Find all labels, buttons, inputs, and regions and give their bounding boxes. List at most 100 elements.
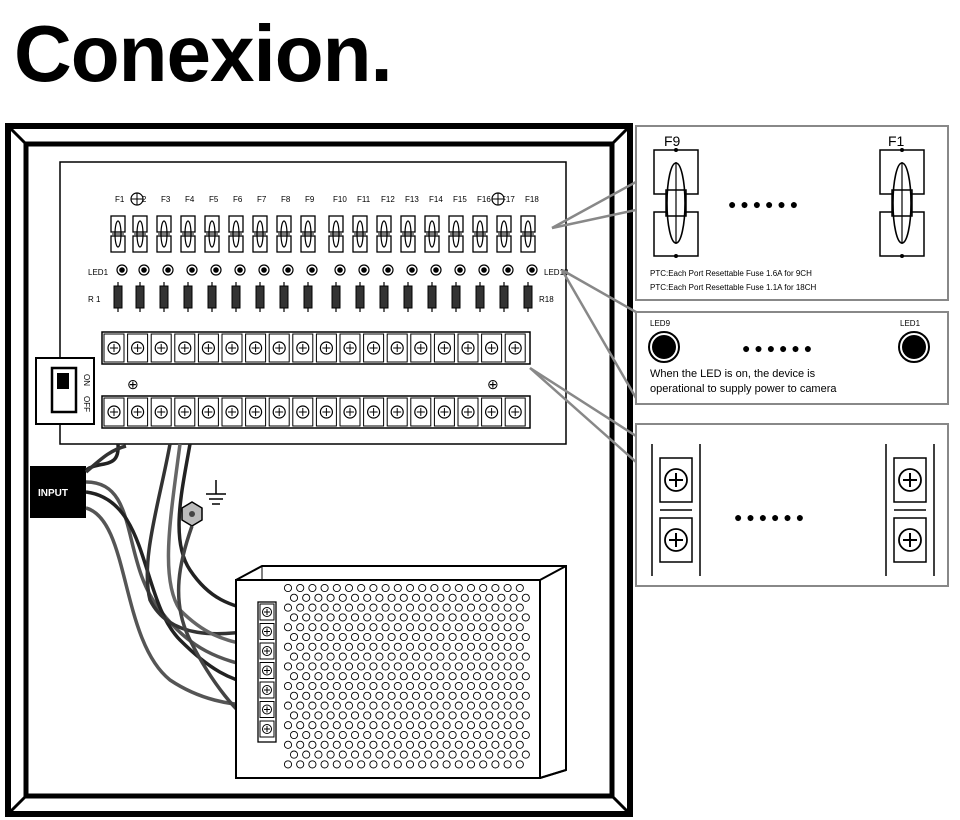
ground-bolt (181, 501, 203, 527)
resistor (331, 282, 341, 312)
terminal-screw (245, 397, 267, 427)
plus-symbol-left: ⊕ (127, 376, 139, 392)
terminal-screw (457, 397, 479, 427)
terminal-screw (221, 333, 243, 363)
fuse-label: F14 (429, 195, 443, 204)
fuse (400, 215, 416, 253)
resistor (135, 282, 145, 312)
terminal-screw (150, 397, 172, 427)
terminal-screw (292, 397, 314, 427)
switch-on-label: ON (82, 374, 91, 386)
led-detail-dots: ● ● ● ● ● ● (742, 340, 812, 356)
power-input-connector: INPUT (30, 466, 86, 518)
led-last-label: LED18 (544, 268, 569, 277)
terminal-screw (386, 397, 408, 427)
resistor-first-label: R 1 (88, 295, 101, 304)
terminal-screw (386, 333, 408, 363)
led-detail-panel: LED9 LED1 ● ● ● ● ● ● When the LED is on… (635, 311, 949, 405)
terminal-screw (268, 397, 290, 427)
fuse-label: F12 (381, 195, 395, 204)
terminal-screw (481, 397, 503, 427)
terminal-screw (268, 333, 290, 363)
led (502, 264, 514, 276)
led-detail-note-2: operational to supply power to camera (650, 383, 837, 395)
fuse-label: F5 (209, 195, 219, 204)
fuse-label: F10 (333, 195, 347, 204)
terminal-screw (481, 333, 503, 363)
terminal-screw (410, 397, 432, 427)
led (186, 264, 198, 276)
led (138, 264, 150, 276)
resistor (355, 282, 365, 312)
fuse-label: F3 (161, 195, 171, 204)
led-detail-left-label: LED9 (650, 319, 671, 328)
terminal-screw (174, 397, 196, 427)
wiring-harness (84, 443, 259, 726)
terminal-screw (197, 333, 219, 363)
led-first-label: LED1 (88, 268, 109, 277)
terminal-screw (103, 333, 125, 363)
fuse-label: F4 (185, 195, 195, 204)
fuse-label: F7 (257, 195, 267, 204)
fuse (132, 215, 148, 253)
resistor (159, 282, 169, 312)
mount-hole-left (130, 192, 144, 206)
fuse-label: F15 (453, 195, 467, 204)
fuse (110, 215, 126, 253)
input-label: INPUT (38, 488, 68, 499)
resistor (523, 282, 533, 312)
terminal-screw (315, 397, 337, 427)
led-detail-note-1: When the LED is on, the device is (650, 368, 816, 380)
resistor (499, 282, 509, 312)
terminal-detail-panel: ● ● ● ● ● ● (635, 423, 949, 587)
enclosure (5, 123, 633, 817)
fuse-detail-symbol (879, 148, 925, 258)
led (430, 264, 442, 276)
led (306, 264, 318, 276)
fuse (252, 215, 268, 253)
terminal-screw (433, 333, 455, 363)
fuse (376, 215, 392, 253)
resistor (207, 282, 217, 312)
terminal-detail-symbol (651, 444, 701, 576)
terminal-screw (150, 333, 172, 363)
fuse-row (110, 215, 536, 253)
resistor (427, 282, 437, 312)
led (334, 264, 346, 276)
fuse-detail-right-label: F1 (888, 133, 905, 149)
power-switch[interactable]: ON OFF (35, 357, 95, 425)
led-row (116, 264, 538, 276)
terminal-screw (174, 333, 196, 363)
led (454, 264, 466, 276)
terminal-screw (433, 397, 455, 427)
fuse (228, 215, 244, 253)
resistor (475, 282, 485, 312)
led (116, 264, 128, 276)
terminal-screw (504, 333, 526, 363)
resistor (379, 282, 389, 312)
fuse-label: F9 (305, 195, 315, 204)
terminal-screw (127, 333, 149, 363)
fuse-label: F1 (115, 195, 125, 204)
fuse-label: F16 (477, 195, 491, 204)
resistor (255, 282, 265, 312)
switch-off-label: OFF (82, 396, 91, 412)
fuse-detail-left-label: F9 (664, 133, 681, 149)
callout-lines (529, 180, 638, 463)
page-title: Conexion. (14, 9, 393, 98)
fuse-label: F13 (405, 195, 419, 204)
led (526, 264, 538, 276)
fuse-label: F8 (281, 195, 291, 204)
led-detail-right-label: LED1 (900, 319, 921, 328)
terminal-row-top (101, 331, 531, 365)
led (406, 264, 418, 276)
terminal-screw (363, 397, 385, 427)
resistor (403, 282, 413, 312)
terminal-screw (339, 333, 361, 363)
ground-icon (206, 480, 226, 505)
resistor (451, 282, 461, 312)
terminal-screw (339, 397, 361, 427)
terminal-screw (292, 333, 314, 363)
led (210, 264, 222, 276)
